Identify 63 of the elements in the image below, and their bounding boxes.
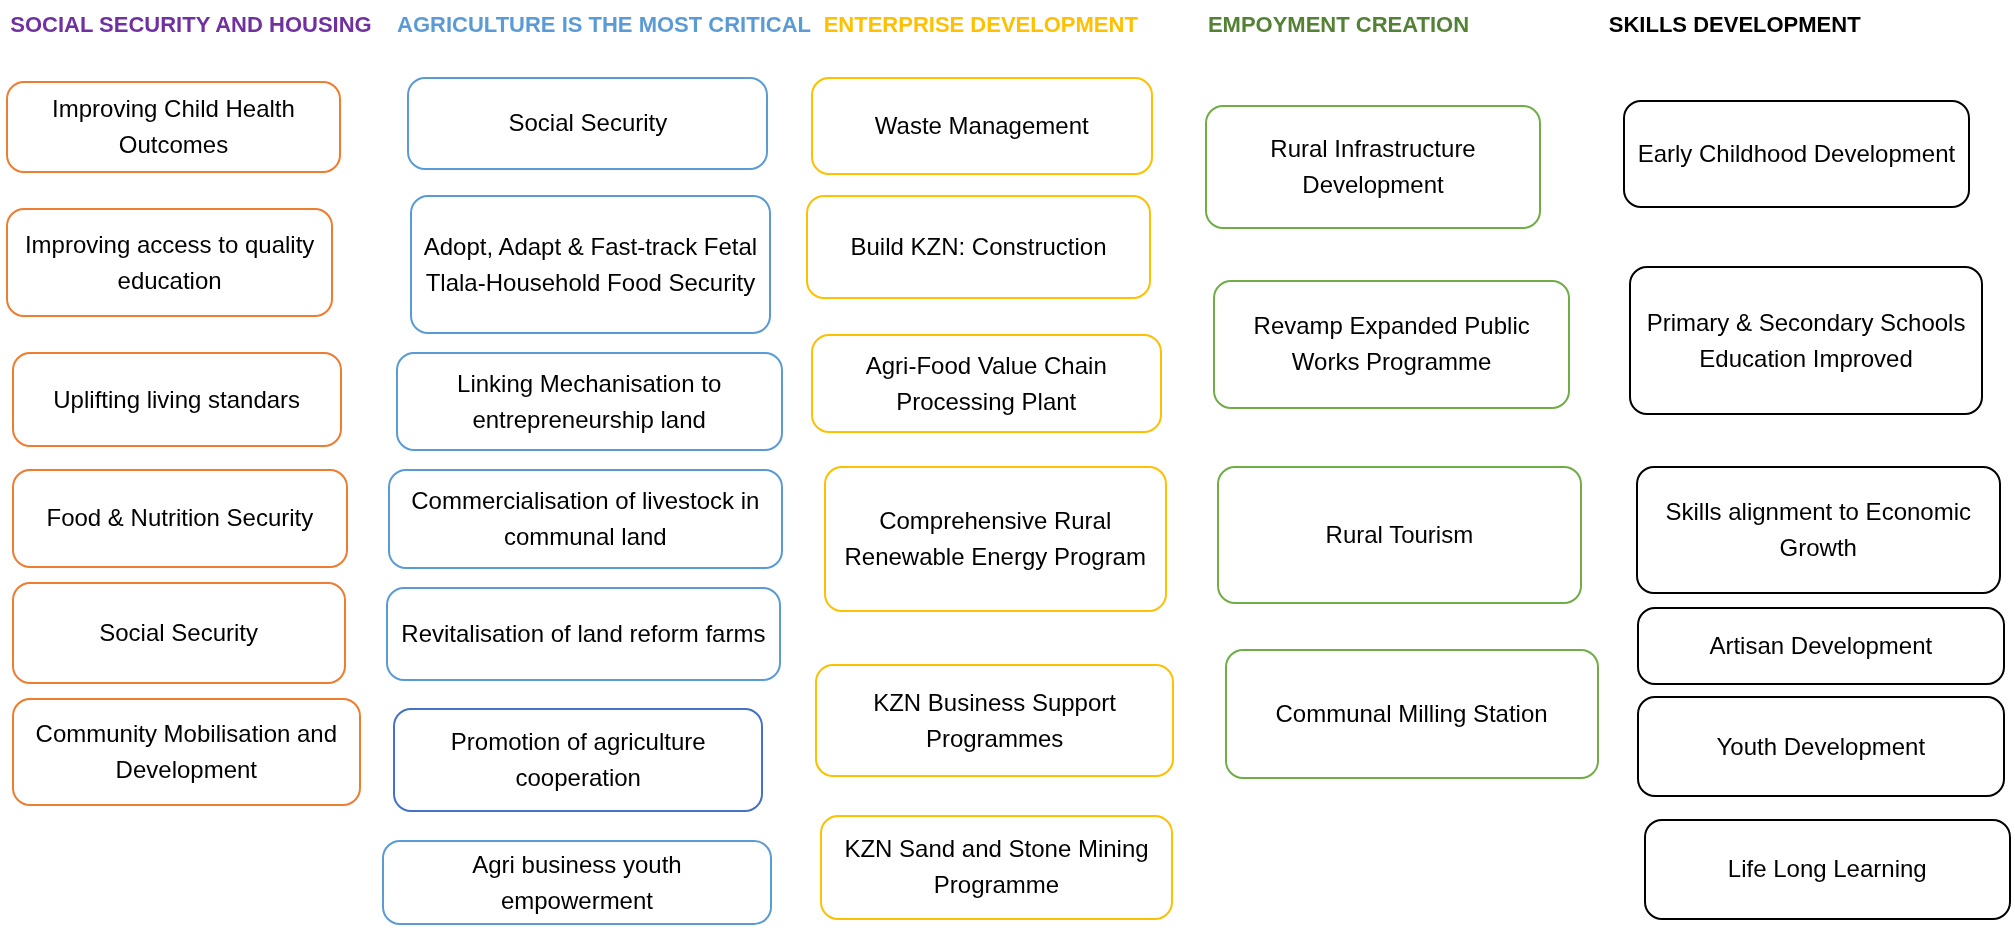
program-box [381,840,773,926]
program-box [1637,606,2005,685]
program-box [814,664,1175,778]
program-box [11,352,342,448]
program-box [409,195,771,335]
program-box [810,77,1153,175]
column-heading: EMPOYMENT CREATION [1207,12,1470,38]
program-box [1216,466,1582,604]
box-text: Youth Development [1716,731,1926,762]
box-text: Adopt, Adapt & Fast-track Fetal Tlala-Household Food Security [422,231,759,298]
program-box [393,708,764,813]
box-text: Uplifting living standars [53,384,301,415]
program-box [1643,818,2011,921]
box-text: Waste Management [874,110,1089,141]
program-box [11,697,362,806]
box-text: Food & Nutrition Security [46,503,314,534]
box-text: Artisan Development [1709,630,1933,661]
box-text: Comprehensive Rural Renewable Energy Program [843,506,1147,573]
box-text: Agri business youth empowerment [471,849,683,916]
box-text: Commercialisation of livestock in communal land [410,486,761,553]
program-box [1622,100,1970,209]
box-text: Life Long Learning [1727,854,1927,885]
box-text: KZN Sand and Stone Mining Programme [843,834,1150,901]
box-text: Community Mobilisation and Development [34,718,339,785]
column-heading: SKILLS DEVELOPMENT [1608,12,1861,38]
box-text: Rural Infrastructure Development [1269,134,1477,201]
program-box [407,77,769,170]
box-text: Social Security [508,108,668,139]
program-box [1224,648,1599,779]
box-text: Linking Mechanisation to entrepreneurship land [456,368,723,435]
program-box [819,814,1174,921]
program-box [395,352,783,451]
box-text: Improving Child Health Outcomes [51,94,296,161]
box-text: Rural Tourism [1325,520,1474,551]
column-heading: ENTERPRISE DEVELOPMENT [823,12,1138,38]
box-text: Skills alignment to Economic Growth [1664,497,1972,564]
box-text: Revitalisation of land reform farms [401,619,766,650]
program-box [1629,266,1983,416]
box-text: Agri-Food Value Chain Processing Plant [864,350,1108,417]
program-box [1637,696,2005,797]
program-box [823,466,1167,612]
program-box [805,195,1152,300]
box-text: Promotion of agriculture cooperation [449,727,707,794]
program-box [11,582,346,684]
program-box [810,334,1162,434]
box-text: Social Security [99,617,258,648]
program-box [11,469,349,568]
program-box [1635,466,2001,594]
box-text: Primary & Secondary Schools Education Improved [1645,307,1967,374]
box-text: Revamp Expanded Public Works Programme [1252,311,1531,378]
program-box [1205,105,1541,229]
box-text: Improving access to quality education [23,229,316,296]
program-box [6,80,341,174]
box-text: Build KZN: Construction [850,232,1107,263]
box-text: Early Childhood Development [1637,139,1956,170]
column-heading: SOCIAL SECURITY AND HOUSING [10,12,372,38]
program-box [388,469,783,570]
box-text: Communal Milling Station [1275,698,1548,729]
program-box [385,587,782,682]
program-box [1213,280,1571,409]
program-box [6,208,333,318]
box-text: KZN Business Support Programmes [872,687,1117,754]
column-heading: AGRICULTURE IS THE MOST CRITICAL [397,12,811,38]
